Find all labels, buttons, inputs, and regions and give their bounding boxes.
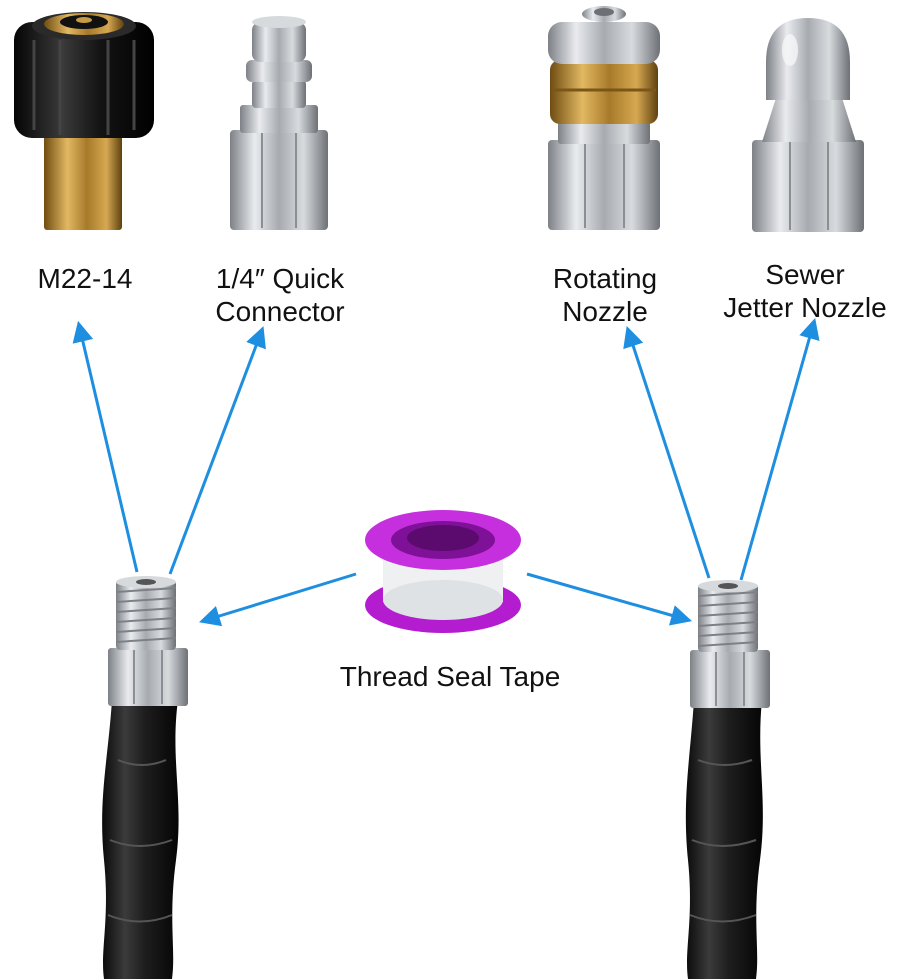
label-rotating-line2: Nozzle [562, 296, 648, 327]
label-m22-text: M22-14 [37, 263, 133, 294]
m22-fitting-image [14, 12, 154, 230]
label-sewer-line2: Jetter Nozzle [723, 292, 887, 323]
arrow-to-m22 [72, 320, 139, 573]
label-sewer-jetter-nozzle: Sewer Jetter Nozzle [700, 258, 908, 324]
arrow-tape-to-left-fitting [198, 572, 357, 627]
arrow-tape-to-right-fitting [526, 572, 693, 626]
arrow-to-sewer-nozzle [739, 317, 820, 581]
label-rotating-line1: Rotating [552, 263, 658, 294]
arrows [72, 317, 820, 627]
label-thread-seal-tape: Thread Seal Tape [290, 660, 610, 693]
label-rotating-nozzle: Rotating Nozzle [510, 262, 700, 328]
label-sewer-line1: Sewer [765, 259, 845, 290]
quick-connector-image [230, 16, 328, 230]
label-m22-14: M22-14 [10, 262, 160, 295]
arrow-to-rotating-nozzle [623, 326, 711, 579]
right-hose-end [685, 580, 770, 979]
rotating-nozzle-image [548, 6, 660, 230]
label-tape-text: Thread Seal Tape [339, 661, 561, 692]
label-quick-connector: 1/4″ Quick Connector [185, 262, 375, 328]
label-quick-line2: Connector [215, 296, 345, 327]
label-quick-line1: 1/4″ Quick [215, 263, 345, 294]
left-hose-end [102, 576, 188, 979]
arrow-to-quick-connector [168, 326, 266, 575]
sewer-jetter-nozzle-image [752, 18, 864, 232]
thread-seal-tape-image [365, 510, 521, 633]
